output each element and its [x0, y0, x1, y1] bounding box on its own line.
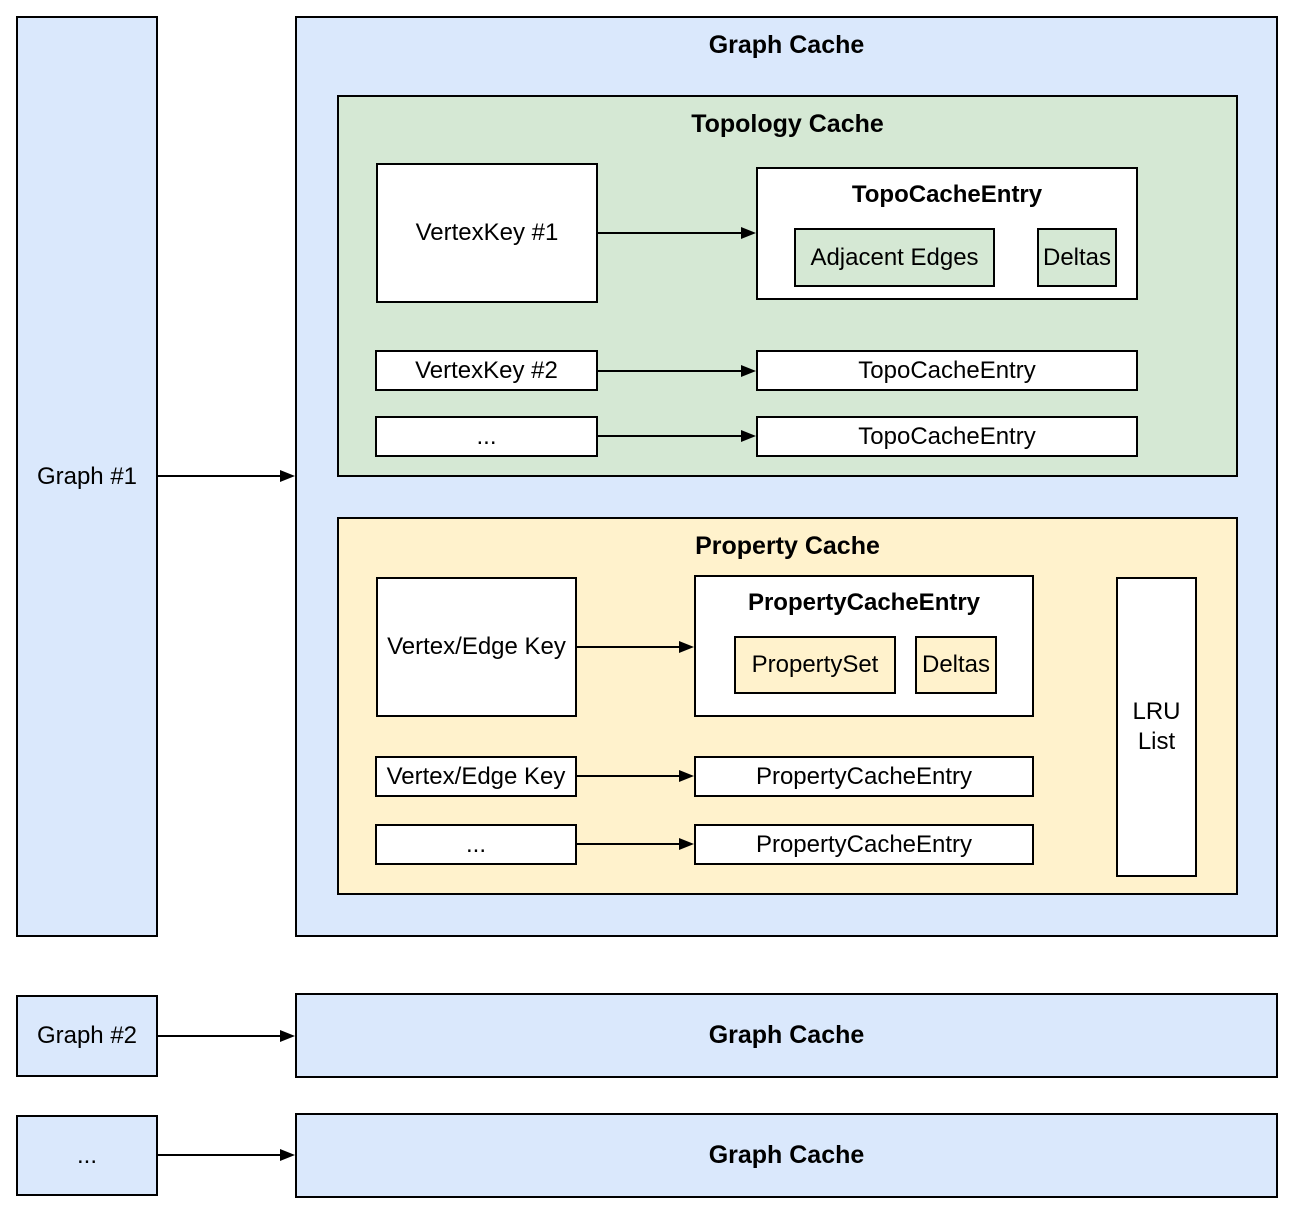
vertex-edge-key-ellipsis-to-entry-arrow	[577, 838, 694, 850]
vertex-edge-key1-label: Vertex/Edge Key	[387, 633, 566, 660]
graph-cache2-title: Graph Cache	[708, 1020, 865, 1049]
property-cache-entry-title: PropertyCacheEntry	[747, 589, 981, 616]
topo-cache-entry-title: TopoCacheEntry	[851, 181, 1043, 208]
adjacent-edges-node: Adjacent Edges	[794, 228, 995, 287]
vertex-edge-key1-to-entry-arrow	[577, 641, 694, 653]
topo-cache-entry-row3-label: TopoCacheEntry	[858, 422, 1036, 450]
vertex-edge-key2-label: Vertex/Edge Key	[386, 762, 566, 790]
property-cache-title: Property Cache	[695, 532, 880, 560]
topo-cache-entry-row2-label: TopoCacheEntry	[858, 356, 1036, 384]
graph1-node: Graph #1	[16, 16, 158, 937]
graph2-label: Graph #2	[36, 1022, 138, 1049]
graph-cache3-title: Graph Cache	[708, 1140, 865, 1169]
vertexkey-ellipsis-to-entry-arrow	[597, 430, 756, 442]
vertexkey-ellipsis-label: ...	[476, 422, 497, 450]
arrow-head	[741, 430, 756, 442]
adjacent-edges-label: Adjacent Edges	[810, 243, 979, 271]
graph2-node: Graph #2	[16, 995, 158, 1077]
arrow-shaft	[598, 232, 742, 234]
topology-cache-title: Topology Cache	[691, 110, 884, 138]
vertex-edge-key-ellipsis-label: ...	[465, 830, 486, 858]
arrow-shaft	[158, 475, 281, 477]
graph2-to-cache-arrow	[158, 1030, 295, 1042]
vertexkey2-label: VertexKey #2	[415, 356, 558, 384]
vertexkey1-label: VertexKey #1	[415, 219, 559, 246]
arrow-head	[280, 470, 295, 482]
property-cache-entry-row3-node: PropertyCacheEntry	[694, 824, 1034, 865]
topo-deltas-label: Deltas	[1042, 243, 1112, 271]
graph-cache2-container: Graph Cache	[295, 993, 1278, 1078]
arrow-head	[280, 1149, 295, 1161]
property-cache-entry-row3-label: PropertyCacheEntry	[755, 830, 973, 858]
arrow-shaft	[158, 1154, 281, 1156]
arrow-head	[280, 1030, 295, 1042]
property-cache-entry-row2-node: PropertyCacheEntry	[694, 756, 1034, 797]
topo-cache-entry-row3-node: TopoCacheEntry	[756, 416, 1138, 457]
arrow-shaft	[577, 646, 680, 648]
graph-ellipsis-node: ...	[16, 1115, 158, 1196]
arrow-head	[741, 365, 756, 377]
arrow-head	[679, 838, 694, 850]
property-set-node: PropertySet	[734, 636, 896, 694]
topo-cache-entry-row2-node: TopoCacheEntry	[756, 350, 1138, 391]
property-deltas-label: Deltas	[921, 651, 991, 678]
arrow-shaft	[597, 435, 742, 437]
graph-ellipsis-to-cache-arrow	[158, 1149, 295, 1161]
vertexkey2-node: VertexKey #2	[375, 350, 598, 391]
arrow-head	[741, 227, 756, 239]
arrow-shaft	[597, 370, 742, 372]
property-cache-entry-row2-label: PropertyCacheEntry	[755, 762, 973, 790]
vertex-edge-key1-node: Vertex/Edge Key	[376, 577, 577, 717]
topo-deltas-node: Deltas	[1037, 228, 1117, 287]
arrow-head	[679, 770, 694, 782]
arrow-shaft	[577, 775, 680, 777]
graph1-to-cache-arrow	[158, 470, 295, 482]
vertex-edge-key2-to-entry-arrow	[577, 770, 694, 782]
vertex-edge-key2-node: Vertex/Edge Key	[375, 756, 577, 797]
graph1-label: Graph #1	[36, 462, 138, 490]
lru-list-node: LRU List	[1116, 577, 1197, 877]
vertexkey1-node: VertexKey #1	[376, 163, 598, 303]
graph-ellipsis-label: ...	[76, 1141, 97, 1169]
graph-cache-title: Graph Cache	[708, 31, 865, 59]
arrow-shaft	[158, 1035, 281, 1037]
vertex-edge-key-ellipsis-node: ...	[375, 824, 577, 865]
vertexkey1-to-entry-arrow	[598, 227, 756, 239]
property-set-label: PropertySet	[751, 651, 879, 678]
graph-cache3-container: Graph Cache	[295, 1113, 1278, 1198]
lru-list-label: LRU List	[1132, 698, 1181, 755]
arrow-head	[679, 641, 694, 653]
arrow-shaft	[577, 843, 680, 845]
property-deltas-node: Deltas	[915, 636, 997, 694]
vertexkey2-to-entry-arrow	[597, 365, 756, 377]
vertexkey-ellipsis-node: ...	[375, 416, 598, 457]
